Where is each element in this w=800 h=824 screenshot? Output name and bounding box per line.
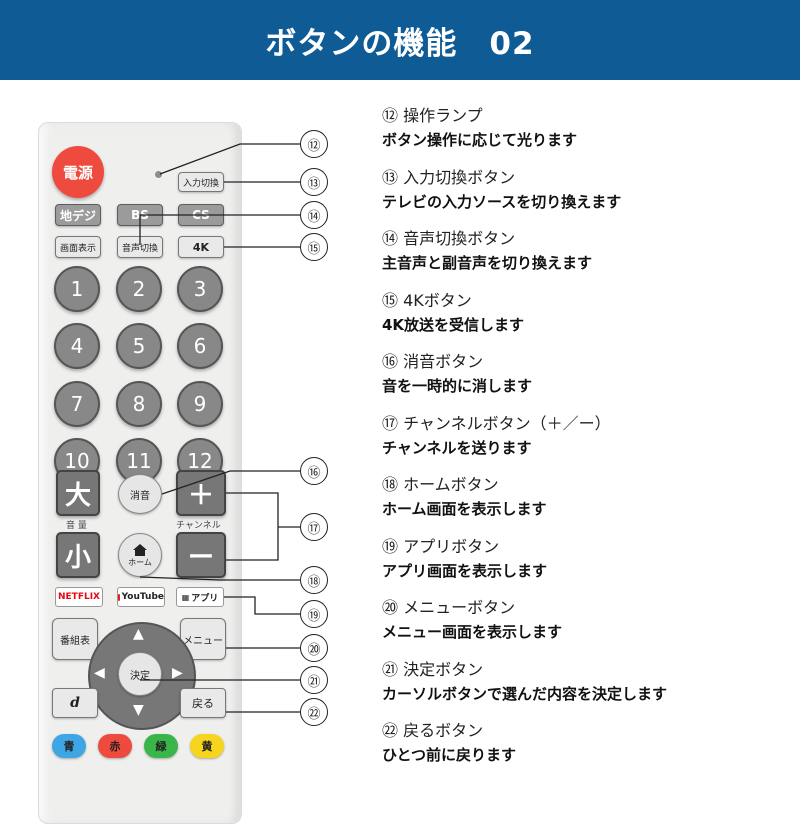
power-button[interactable]: 電源 (52, 146, 104, 198)
volume-up-button[interactable]: 大 (56, 470, 100, 516)
number-button-4[interactable]: 4 (54, 323, 100, 369)
color-button-0[interactable]: 青 (52, 734, 86, 758)
callout-marker: ⑫ (300, 130, 328, 158)
function-description: 4K放送を受信します (382, 315, 525, 334)
function-item: ⑲ アプリボタンアプリ画面を表示します (382, 535, 792, 597)
function-item: ㉒ 戻るボタンひとつ前に戻ります (382, 719, 792, 781)
function-description: ひとつ前に戻ります (382, 746, 516, 764)
arrow-up-icon[interactable]: ▲ (133, 626, 144, 642)
volume-label: 音 量 (66, 521, 87, 531)
operation-lamp (155, 171, 162, 178)
home-icon (133, 543, 147, 556)
function-title: ⑬ 入力切換ボタン (382, 167, 516, 187)
back-button[interactable]: 戻る (180, 688, 226, 718)
netflix-button[interactable]: NETFLIX (55, 587, 103, 607)
function-item: ⑬ 入力切換ボタンテレビの入力ソースを切り換えます (382, 166, 792, 228)
bs-button[interactable]: BS (117, 204, 163, 226)
function-title: ⑭ 音声切換ボタン (382, 229, 516, 248)
function-description: カーソルボタンで選んだ内容を決定します (382, 684, 668, 703)
channel-label: チャンネル (176, 521, 221, 531)
function-description: 主音声と副音声を切り換えます (382, 254, 593, 272)
callout-marker: ⑰ (300, 513, 328, 541)
input-switch-button[interactable]: 入力切換 (178, 172, 224, 192)
arrow-left-icon[interactable]: ◀ (94, 665, 105, 681)
d-button[interactable]: d (52, 688, 98, 718)
function-description: 音を一時的に消します (382, 377, 533, 395)
number-button-5[interactable]: 5 (116, 323, 162, 369)
function-description: メニュー画面を表示します (382, 623, 563, 641)
function-title: ⑯ 消音ボタン (382, 352, 484, 371)
color-button-1[interactable]: 赤 (98, 734, 132, 758)
callout-marker: ⑱ (300, 566, 328, 594)
callout-marker: ㉑ (300, 666, 328, 694)
audio-switch-button[interactable]: 音声切換 (117, 236, 163, 258)
volume-down-button[interactable]: 小 (56, 532, 100, 578)
function-description: テレビの入力ソースを切り換えます (382, 192, 622, 211)
function-item: ⑫ 操作ランプボタン操作に応じて光ります (382, 104, 792, 166)
home-button[interactable]: ホーム (118, 533, 162, 577)
arrow-right-icon[interactable]: ▶ (172, 665, 183, 681)
cs-button[interactable]: CS (178, 204, 224, 226)
youtube-icon (118, 593, 120, 601)
function-item: ⑱ ホームボタンホーム画面を表示します (382, 473, 792, 535)
function-title: ㉒ 戻るボタン (382, 721, 484, 740)
app-label: アプリ (191, 593, 219, 604)
enter-button[interactable]: 決定 (118, 652, 162, 696)
channel-up-button[interactable]: ＋ (176, 470, 226, 516)
number-button-2[interactable]: 2 (116, 266, 162, 312)
callout-marker: ㉒ (300, 698, 328, 726)
callout-marker: ⑬ (300, 168, 328, 196)
function-description: チャンネルを送ります (382, 438, 532, 457)
channel-down-button[interactable]: ー (176, 532, 226, 578)
function-title: ⑮ 4Kボタン (382, 290, 472, 310)
callout-marker: ⑯ (300, 457, 328, 485)
number-button-1[interactable]: 1 (54, 266, 100, 312)
function-item: ⑯ 消音ボタン音を一時的に消します (382, 350, 792, 412)
mute-button[interactable]: 消音 (118, 474, 162, 514)
callout-marker: ⑲ (300, 600, 328, 628)
function-item: ⑳ メニューボタンメニュー画面を表示します (382, 596, 792, 658)
arrow-down-icon[interactable]: ▼ (133, 702, 144, 718)
number-button-6[interactable]: 6 (177, 323, 223, 369)
app-button[interactable]: ▦ アプリ (176, 587, 224, 607)
four-k-button[interactable]: 4K (178, 236, 224, 258)
function-title: ⑱ ホームボタン (382, 475, 499, 494)
function-title: ⑫ 操作ランプ (382, 106, 483, 125)
function-item: ⑭ 音声切換ボタン主音声と副音声を切り換えます (382, 227, 792, 289)
terrestrial-button[interactable]: 地デジ (55, 204, 101, 226)
number-button-3[interactable]: 3 (177, 266, 223, 312)
function-item: ⑮ 4Kボタン 4K放送を受信します (382, 289, 792, 351)
color-button-2[interactable]: 緑 (144, 734, 178, 758)
screen-display-button[interactable]: 画面表示 (55, 236, 101, 258)
color-button-3[interactable]: 黄 (190, 734, 224, 758)
youtube-button[interactable]: YouTube (117, 587, 165, 607)
function-description: ホーム画面を表示します (382, 500, 547, 518)
header-banner: ボタンの機能 02 (0, 0, 800, 80)
callout-marker: ⑮ (300, 233, 328, 261)
home-label: ホーム (128, 557, 152, 567)
function-title: ⑳ メニューボタン (382, 598, 516, 617)
number-button-8[interactable]: 8 (116, 381, 162, 427)
function-description: ボタン操作に応じて光ります (382, 131, 578, 149)
function-title: ⑰ チャンネルボタン（＋／ー） (382, 413, 611, 433)
number-button-7[interactable]: 7 (54, 381, 100, 427)
youtube-label: YouTube (121, 592, 164, 602)
function-title: ㉑ 決定ボタン (382, 659, 484, 679)
grid-icon: ▦ (181, 592, 190, 602)
number-button-11[interactable]: 11 (116, 438, 162, 484)
callout-marker: ⑭ (300, 201, 328, 229)
function-item: ㉑ 決定ボタンカーソルボタンで選んだ内容を決定します (382, 658, 792, 720)
callout-marker: ⑳ (300, 634, 328, 662)
function-title: ⑲ アプリボタン (382, 536, 500, 556)
function-item: ⑰ チャンネルボタン（＋／ー） チャンネルを送ります (382, 412, 792, 474)
number-button-9[interactable]: 9 (177, 381, 223, 427)
page-title: ボタンの機能 02 (265, 25, 535, 62)
function-description: アプリ画面を表示します (382, 561, 548, 580)
program-guide-button[interactable]: 番組表 (52, 618, 98, 660)
